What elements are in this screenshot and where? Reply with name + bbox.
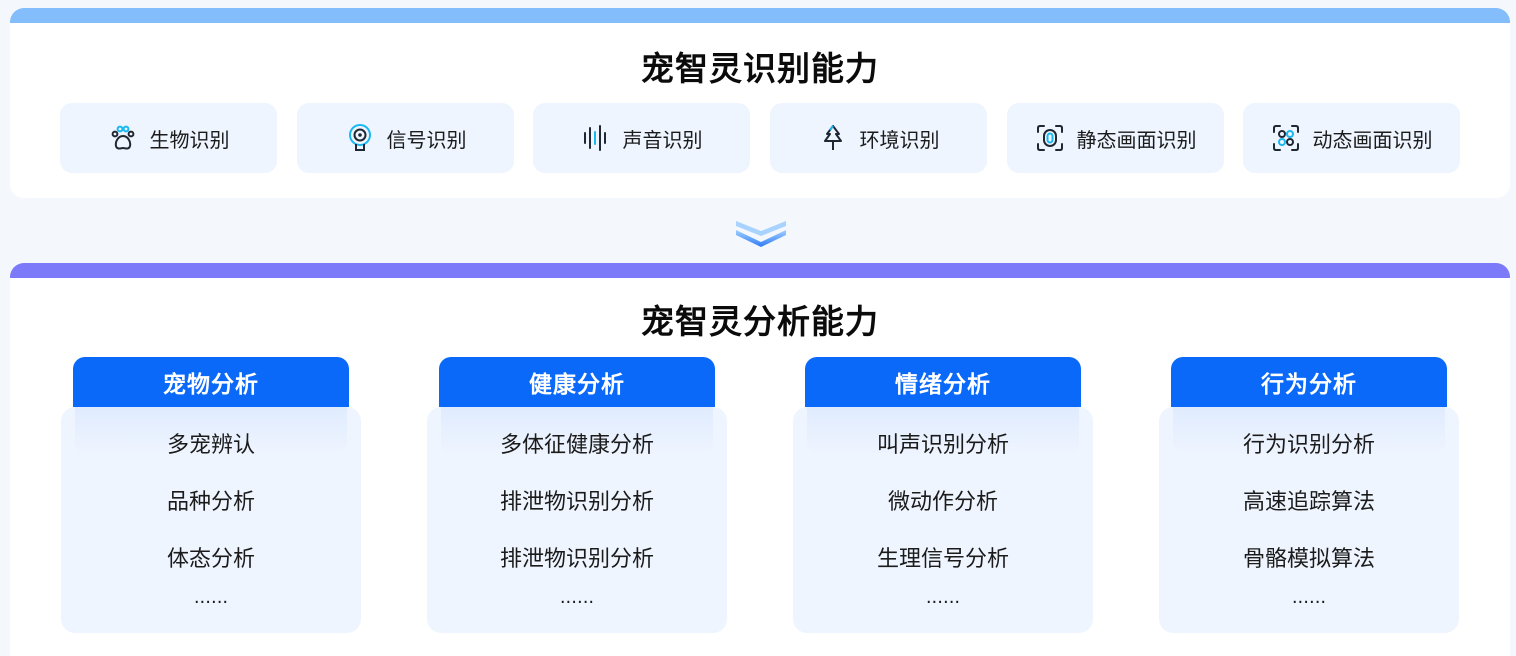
paw-icon — [108, 123, 138, 153]
analysis-column-behavior: 行为分析 行为识别分析 高速追踪算法 骨骼模拟算法 ...... — [1159, 357, 1459, 633]
analysis-column-header[interactable]: 行为分析 — [1171, 357, 1447, 407]
sound-wave-icon — [581, 123, 611, 153]
analysis-item: 排泄物识别分析 — [499, 490, 654, 515]
analysis-more: ...... — [193, 587, 229, 608]
analysis-item: 品种分析 — [166, 490, 255, 515]
recognition-title: 宠智灵识别能力 — [641, 49, 879, 88]
analysis-item: 多宠辨认 — [166, 433, 255, 458]
signal-pin-icon — [345, 123, 375, 153]
analysis-column-items: 多宠辨认 品种分析 体态分析 — [61, 429, 361, 600]
recognition-item-environment[interactable]: 环境识别 — [770, 103, 987, 173]
analysis-more: ...... — [1291, 587, 1327, 608]
recognition-item-sound[interactable]: 声音识别 — [533, 103, 750, 173]
analysis-column-items: 叫声识别分析 微动作分析 生理信号分析 — [793, 429, 1093, 600]
analysis-card: 宠智灵分析能力 宠物分析 多宠辨认 品种分析 体态分析 ...... 健康分析 … — [10, 263, 1510, 656]
analysis-more: ...... — [925, 587, 961, 608]
tree-icon — [818, 123, 848, 153]
analysis-item: 生理信号分析 — [876, 547, 1009, 572]
recognition-card-strip — [10, 8, 1510, 23]
analysis-more: ...... — [559, 587, 595, 608]
recognition-item-label: 声音识别 — [622, 127, 703, 152]
analysis-item: 排泄物识别分析 — [499, 547, 654, 572]
scan-frame-icon — [1035, 123, 1065, 153]
dynamic-scan-icon — [1271, 123, 1301, 153]
recognition-item-label: 生物识别 — [149, 127, 230, 152]
analysis-column-header[interactable]: 宠物分析 — [73, 357, 349, 407]
recognition-card: 宠智灵识别能力 生物识别 — [10, 8, 1510, 198]
chevron-down-icon — [736, 221, 786, 247]
analysis-item: 多体征健康分析 — [499, 433, 654, 458]
recognition-item-dynamic-image[interactable]: 动态画面识别 — [1243, 103, 1460, 173]
analysis-item: 骨骼模拟算法 — [1242, 547, 1375, 572]
recognition-item-label: 动态画面识别 — [1312, 127, 1433, 152]
analysis-column-emotion: 情绪分析 叫声识别分析 微动作分析 生理信号分析 ...... — [793, 357, 1093, 633]
analysis-column-header[interactable]: 情绪分析 — [805, 357, 1081, 407]
recognition-items: 生物识别 信号识别 — [60, 103, 1460, 173]
recognition-item-label: 环境识别 — [859, 127, 940, 152]
recognition-item-label: 信号识别 — [386, 127, 467, 152]
analysis-column-body — [61, 407, 361, 633]
recognition-item-biological[interactable]: 生物识别 — [60, 103, 277, 173]
analysis-column-body — [1159, 407, 1459, 633]
analysis-card-strip — [10, 263, 1510, 278]
analysis-column-health: 健康分析 多体征健康分析 排泄物识别分析 排泄物识别分析 ...... — [427, 357, 727, 633]
recognition-item-static-image[interactable]: 静态画面识别 — [1007, 103, 1224, 173]
analysis-item: 高速追踪算法 — [1242, 490, 1375, 515]
analysis-item: 行为识别分析 — [1242, 433, 1375, 458]
recognition-item-signal[interactable]: 信号识别 — [297, 103, 514, 173]
analysis-column-items: 多体征健康分析 排泄物识别分析 排泄物识别分析 — [427, 429, 727, 600]
analysis-title: 宠智灵分析能力 — [641, 302, 879, 341]
recognition-item-label: 静态画面识别 — [1076, 127, 1197, 152]
analysis-column-body — [427, 407, 727, 633]
analysis-item: 体态分析 — [166, 547, 255, 572]
analysis-column-body — [793, 407, 1093, 633]
analysis-item: 叫声识别分析 — [876, 433, 1009, 458]
analysis-column-pet: 宠物分析 多宠辨认 品种分析 体态分析 ...... — [61, 357, 361, 633]
analysis-column-header[interactable]: 健康分析 — [439, 357, 715, 407]
analysis-item: 微动作分析 — [887, 490, 998, 515]
analysis-column-items: 行为识别分析 高速追踪算法 骨骼模拟算法 — [1159, 429, 1459, 600]
